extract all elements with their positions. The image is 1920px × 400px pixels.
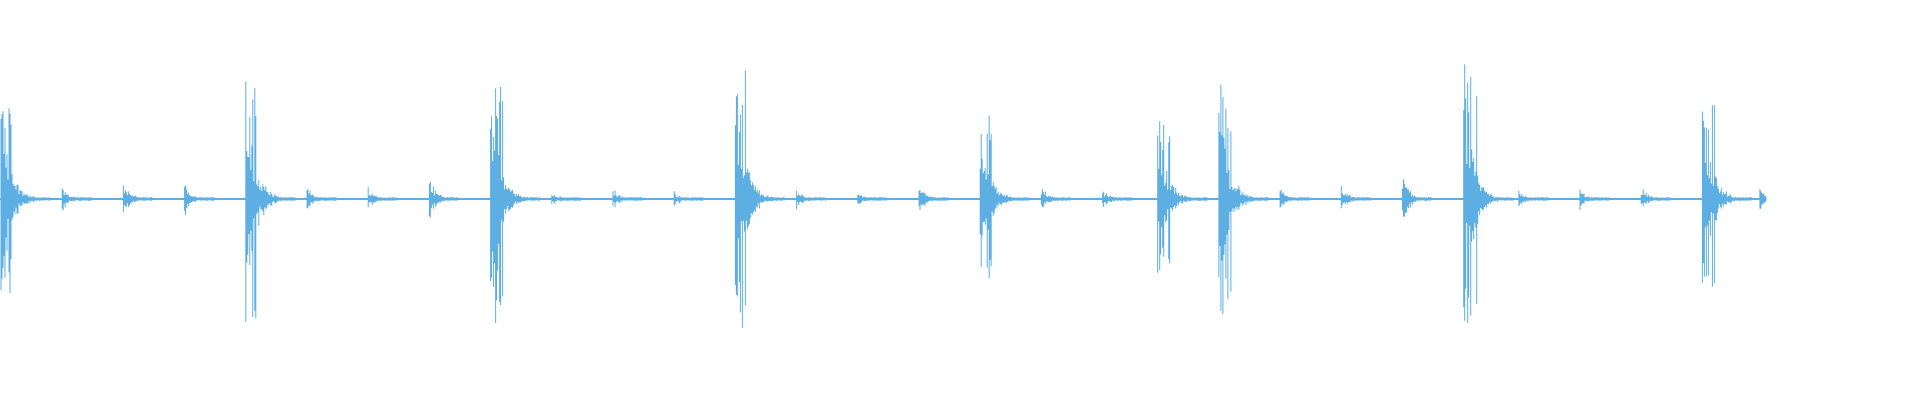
waveform-event-2 xyxy=(122,185,153,213)
waveform-event-6 xyxy=(367,187,398,208)
waveform-event-0 xyxy=(0,108,51,293)
waveform-event-24 xyxy=(1463,64,1514,323)
waveform-event-7 xyxy=(428,181,459,218)
waveform-event-4 xyxy=(245,81,296,322)
waveform-event-16 xyxy=(979,115,1030,279)
waveform-event-5 xyxy=(306,189,337,209)
waveform-event-20 xyxy=(1218,84,1269,315)
waveform-event-26 xyxy=(1579,189,1610,211)
waveform-event-27 xyxy=(1640,189,1671,207)
waveform-event-25 xyxy=(1518,190,1549,207)
waveform-event-22 xyxy=(1340,186,1371,209)
waveform-event-1 xyxy=(61,188,92,211)
waveform-event-8 xyxy=(490,86,541,324)
waveform-event-23 xyxy=(1402,179,1432,217)
waveform-event-13 xyxy=(796,190,827,210)
waveform-event-14 xyxy=(857,194,888,204)
waveform-event-17 xyxy=(1040,188,1071,207)
waveform-event-11 xyxy=(673,191,704,206)
waveform-event-29 xyxy=(1759,189,1767,209)
waveform-event-10 xyxy=(612,190,643,207)
waveform-event-12 xyxy=(734,70,785,328)
waveform-events xyxy=(0,64,1767,328)
waveform-event-21 xyxy=(1279,189,1310,208)
waveform-event-9 xyxy=(551,195,582,204)
waveform-event-19 xyxy=(1157,121,1208,273)
waveform-event-18 xyxy=(1102,191,1133,208)
waveform-event-15 xyxy=(918,190,949,211)
waveform-event-3 xyxy=(184,185,215,215)
waveform-event-28 xyxy=(1701,105,1752,287)
